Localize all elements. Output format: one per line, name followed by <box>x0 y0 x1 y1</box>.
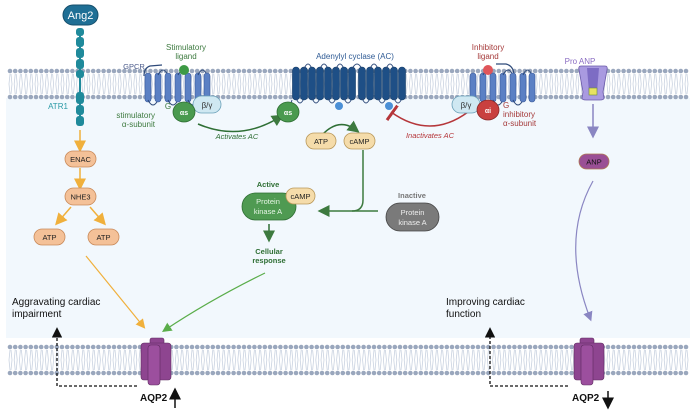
atp-node-left: ATP <box>33 228 66 246</box>
g-alpha-s-bound: αs <box>276 99 300 123</box>
gpcr-inhibitory <box>469 63 536 106</box>
pka-camp-label: cAMP <box>290 192 310 201</box>
active-label: Active <box>257 180 280 189</box>
activates-ac-label: Activates AC <box>215 132 259 141</box>
pro-anp-label: Pro ANP <box>565 57 596 66</box>
inhibitory-ligand <box>483 65 493 75</box>
atr1-label: ATR1 <box>48 102 68 111</box>
pka-active-node: Protein kinase A <box>241 192 297 221</box>
pro-anp-channel <box>578 65 608 101</box>
pka-camp-node: cAMP <box>285 187 316 205</box>
pka-active-label-1: Protein <box>256 197 280 206</box>
aqp2-channel-right <box>573 337 605 386</box>
arrow-atp-camp <box>321 120 360 136</box>
beta-gamma-right: β/γ <box>451 95 481 114</box>
atp-right-label: ATP <box>96 233 110 242</box>
inhibit-ac-line <box>385 104 469 127</box>
pka-active-label-2: kinase A <box>254 207 282 216</box>
beta-gamma-right-label: β/γ <box>461 101 472 110</box>
arrow-anp-aqp2 <box>575 180 594 322</box>
improving-label-1: Improving cardiac <box>446 297 525 308</box>
ac-catalytic-domain-1 <box>335 102 343 110</box>
aqp2-right-label: AQP2 <box>572 393 600 404</box>
stimulatory-ligand <box>179 65 189 75</box>
g-alpha-i: αi <box>476 99 500 121</box>
inhibitory-subunit-label-2: α-subunit <box>503 119 537 128</box>
atp-node-right: ATP <box>87 228 120 246</box>
arrow-response-aqp2 <box>162 272 266 332</box>
pka-inactive-label-1: Protein <box>401 208 425 217</box>
atp-center-label: ATP <box>314 137 328 146</box>
alpha-s-left-label: αs <box>180 110 188 117</box>
ang2-ligand: Ang2 <box>62 4 99 26</box>
ac-catalytic-domain-2 <box>385 102 393 110</box>
stimulatory-ligand-label-1: Stimulatory <box>166 43 206 52</box>
anp-label: ANP <box>586 158 601 167</box>
inactivates-ac-label: Inactivates AC <box>406 131 455 140</box>
g-protein-left-label: G <box>165 102 171 111</box>
arrow-activates-ac <box>197 114 284 133</box>
nhe3-label: NHE3 <box>70 193 90 202</box>
aggravating-label-2: impairment <box>12 309 62 320</box>
inhibitory-ligand-label-2: ligand <box>477 52 498 61</box>
alpha-s-bound-label: αs <box>284 110 292 117</box>
pka-inactive-label-2: kinase A <box>398 218 426 227</box>
atr1-receptor <box>76 28 84 126</box>
atp-center-node: ATP <box>305 132 337 150</box>
beta-gamma-left-label: β/γ <box>202 101 213 110</box>
gpcr-stimulatory <box>143 64 211 106</box>
atp-left-label: ATP <box>42 233 56 242</box>
dashed-arrow-aggravating <box>51 327 137 387</box>
camp-center-node: cAMP <box>343 132 376 150</box>
cellular-response-label-1: Cellular <box>255 247 283 256</box>
anp-node: ANP <box>578 153 610 170</box>
g-alpha-s-left: αs <box>172 101 196 123</box>
stimulatory-subunit-label-1: stimulatory <box>116 111 155 120</box>
dashed-arrow-improving <box>484 327 568 387</box>
aggravating-label-1: Aggravating cardiac <box>12 297 100 308</box>
g-protein-right-label: G <box>503 101 509 110</box>
enac-node: ENAC <box>64 150 97 168</box>
cellular-response-label-2: response <box>252 256 285 265</box>
aqp2-channel-left <box>140 337 172 386</box>
pka-inactive-node: Protein kinase A <box>385 202 440 232</box>
arrow-nhe3-atp-right <box>89 206 106 226</box>
stimulatory-subunit-label-2: α-subunit <box>122 120 156 129</box>
beta-gamma-left: β/γ <box>192 95 222 114</box>
improving-label-2: function <box>446 309 481 320</box>
stimulatory-ligand-label-2: ligand <box>175 52 196 61</box>
arrow-atp-aqp2 <box>85 255 146 329</box>
arrow-nhe3-atp-left <box>55 206 72 226</box>
gpcr-label: GPCR <box>123 62 145 71</box>
inactive-label: Inactive <box>398 191 426 200</box>
ang2-label: Ang2 <box>68 10 94 22</box>
inhibitory-ligand-label-1: Inhibitory <box>472 43 504 52</box>
adenylyl-cyclase-label: Adenylyl cyclase (AC) <box>316 52 394 61</box>
enac-label: ENAC <box>70 155 91 164</box>
nhe3-node: NHE3 <box>64 187 97 206</box>
camp-center-label: cAMP <box>349 137 369 146</box>
adenylyl-cyclase <box>292 63 406 104</box>
inhibitory-subunit-label-1: inhibitory <box>503 110 535 119</box>
aqp2-left-label: AQP2 <box>140 393 168 404</box>
alpha-i-label: αi <box>485 108 491 115</box>
